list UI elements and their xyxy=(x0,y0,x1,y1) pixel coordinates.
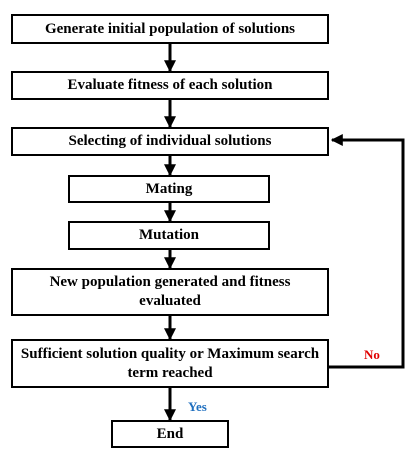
step-mating-label: Mating xyxy=(145,180,193,197)
step-evaluate-label: Evaluate fitness of each solution xyxy=(67,77,273,93)
step-new-population: New population generated and fitness eva… xyxy=(11,268,329,316)
edge-label-yes: Yes xyxy=(188,399,207,414)
step-mutation: Mutation xyxy=(68,221,270,250)
step-generate-population: Generate initial population of solutions xyxy=(11,14,329,44)
arrow-loop-no-to-select xyxy=(327,134,405,369)
step-mating: Mating xyxy=(68,175,270,203)
decision-termination-label: Sufficient solution quality or Maximum s… xyxy=(20,345,320,381)
step-new-population-label: New population generated and fitness eva… xyxy=(49,274,291,309)
edge-label-no: No xyxy=(364,347,380,362)
step-mutation-label: Mutation xyxy=(139,227,199,243)
step-generate-label: Generate initial population of solutions xyxy=(44,20,296,37)
decision-termination-check: Sufficient solution quality or Maximum s… xyxy=(11,339,329,388)
step-evaluate-fitness: Evaluate fitness of each solution xyxy=(11,71,329,100)
step-select-solutions: Selecting of individual solutions xyxy=(11,127,329,156)
step-select-label: Selecting of individual solutions xyxy=(68,133,272,149)
step-end: End xyxy=(111,420,229,448)
step-end-label: End xyxy=(156,425,184,442)
